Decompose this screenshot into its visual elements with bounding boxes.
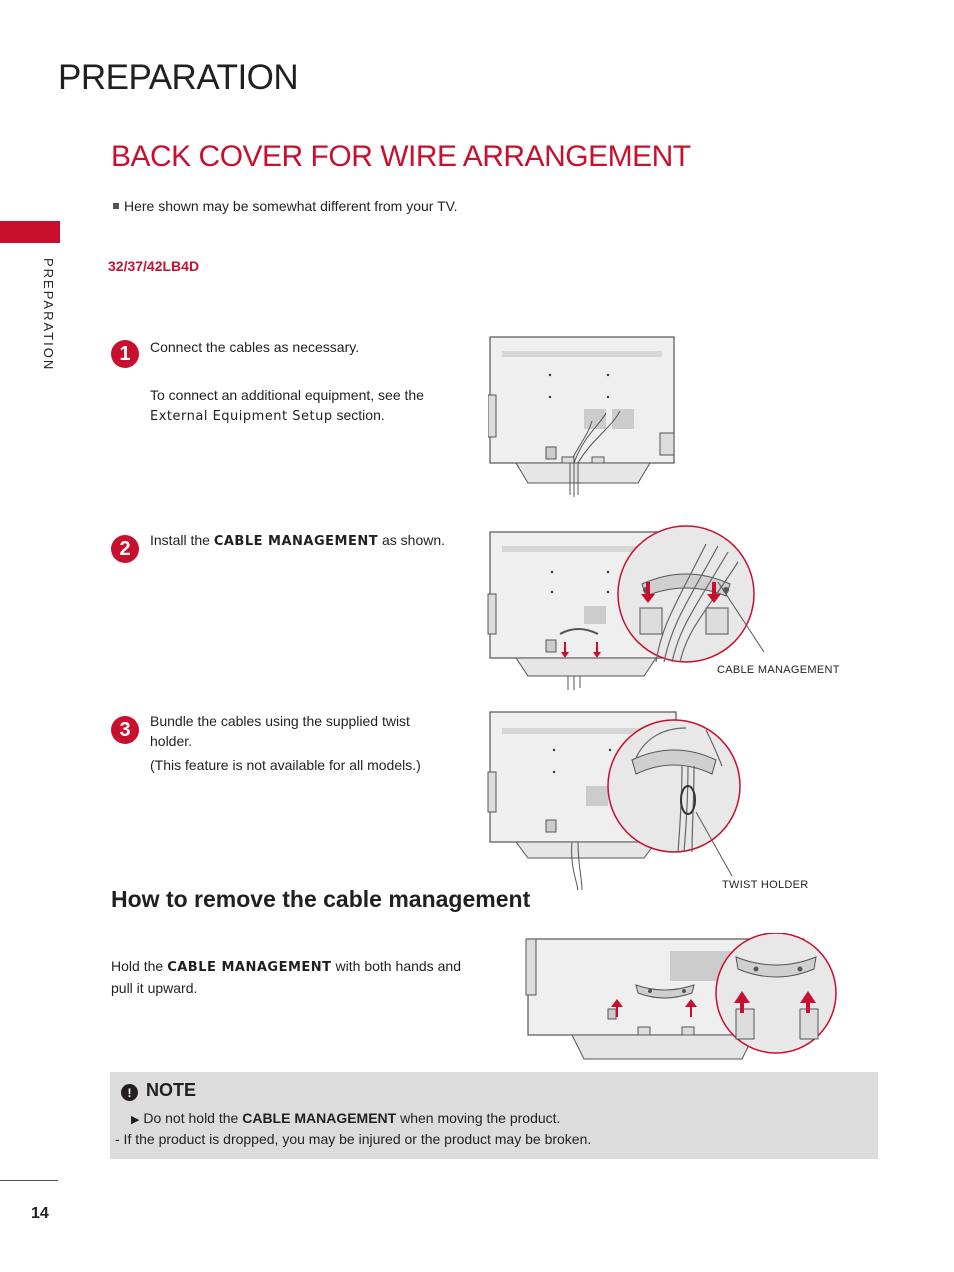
remove-prefix: Hold the bbox=[111, 958, 164, 974]
note-line-1-emph: CABLE MANAGEMENT bbox=[242, 1110, 397, 1126]
remove-heading: How to remove the cable management bbox=[111, 886, 531, 912]
step-2-emph: CABLE MANAGEMENT bbox=[213, 534, 379, 549]
note-line-1-suffix: when moving the product. bbox=[400, 1110, 561, 1126]
tv-back-illustration-1 bbox=[488, 336, 675, 497]
note-line-1: ▶ Do not hold the CABLE MANAGEMENT when … bbox=[131, 1110, 560, 1126]
intro-note-text: Here shown may be somewhat different fro… bbox=[124, 198, 458, 214]
step-1-line2: To connect an additional equipment, see … bbox=[150, 385, 460, 427]
note-box bbox=[110, 1072, 878, 1159]
model-label: 32/37/42LB4D bbox=[108, 258, 200, 274]
remove-suffix: with both hands and pull it upward. bbox=[111, 958, 462, 996]
step-3-text: Bundle the cables using the supplied twi… bbox=[150, 711, 450, 775]
footer-rule bbox=[0, 1180, 58, 1181]
callout-cable-management: CABLE MANAGEMENT bbox=[717, 664, 840, 676]
step-2-text: Install the CABLE MANAGEMENT as shown. bbox=[150, 530, 445, 552]
callout-twist-holder: TWIST HOLDER bbox=[722, 879, 809, 891]
side-tab-marker bbox=[0, 221, 60, 243]
step-1-number: 1 bbox=[111, 340, 139, 368]
step-2-number: 2 bbox=[111, 535, 139, 563]
note-line-2: - If the product is dropped, you may be … bbox=[115, 1131, 592, 1147]
tv-back-illustration-4 bbox=[525, 933, 837, 1060]
step-3-line2: (This feature is not available for all m… bbox=[150, 757, 421, 773]
step-2-prefix: Install the bbox=[150, 532, 210, 548]
step-2-suffix: as shown. bbox=[381, 532, 446, 548]
note-line-1-prefix: Do not hold the bbox=[143, 1110, 239, 1126]
remove-instructions: Hold the CABLE MANAGEMENT with both hand… bbox=[111, 956, 461, 999]
step-3-number: 3 bbox=[111, 716, 139, 744]
tv-back-illustration-3 bbox=[487, 711, 741, 891]
step-1-line1: Connect the cables as necessary. bbox=[150, 339, 360, 355]
external-equipment-setup-link[interactable]: External Equipment Setup bbox=[150, 409, 333, 424]
exclamation-icon: ! bbox=[121, 1084, 138, 1101]
triangle-right-icon: ▶ bbox=[131, 1114, 140, 1126]
section-title: BACK COVER FOR WIRE ARRANGEMENT bbox=[111, 140, 691, 173]
tv-back-illustration-2 bbox=[487, 525, 765, 690]
step-1-text: Connect the cables as necessary. To conn… bbox=[150, 337, 460, 427]
intro-note: Here shown may be somewhat different fro… bbox=[113, 198, 458, 214]
page-number: 14 bbox=[31, 1205, 49, 1222]
remove-emph: CABLE MANAGEMENT bbox=[167, 960, 332, 975]
side-label: PREPARATION bbox=[41, 258, 56, 372]
note-title: NOTE bbox=[146, 1080, 197, 1100]
step-1-line2-text: To connect an additional equipment, see … bbox=[150, 387, 424, 403]
bullet-square-icon bbox=[113, 203, 119, 209]
step-3-line1: Bundle the cables using the supplied twi… bbox=[150, 713, 410, 749]
page-title: PREPARATION bbox=[58, 58, 299, 97]
step-1-line2-end: section. bbox=[336, 407, 385, 423]
